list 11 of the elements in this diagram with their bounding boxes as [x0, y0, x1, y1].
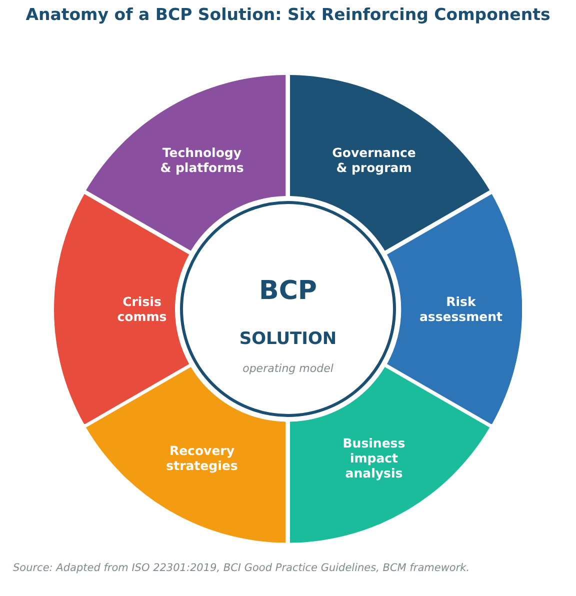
center-note: operating model: [242, 362, 334, 375]
segment-label: Risk assessment: [418, 294, 504, 324]
segment-label: Governance & program: [331, 145, 417, 176]
source-note: Source: Adapted from ISO 22301:2019, BCI Good Practice Guidelines, BCM framework.: [13, 562, 470, 574]
segment-label: Crisis comms: [116, 294, 168, 324]
center-title: BCP: [259, 276, 317, 306]
segment-label: Business impact analysis: [342, 435, 406, 480]
segment-label: Recovery strategies: [165, 442, 239, 473]
diagram-title: Anatomy of a BCP Solution: Six Reinforcing Components: [24, 5, 552, 24]
center-subtitle: SOLUTION: [239, 329, 337, 349]
segment-label: Technology & platforms: [159, 145, 245, 176]
